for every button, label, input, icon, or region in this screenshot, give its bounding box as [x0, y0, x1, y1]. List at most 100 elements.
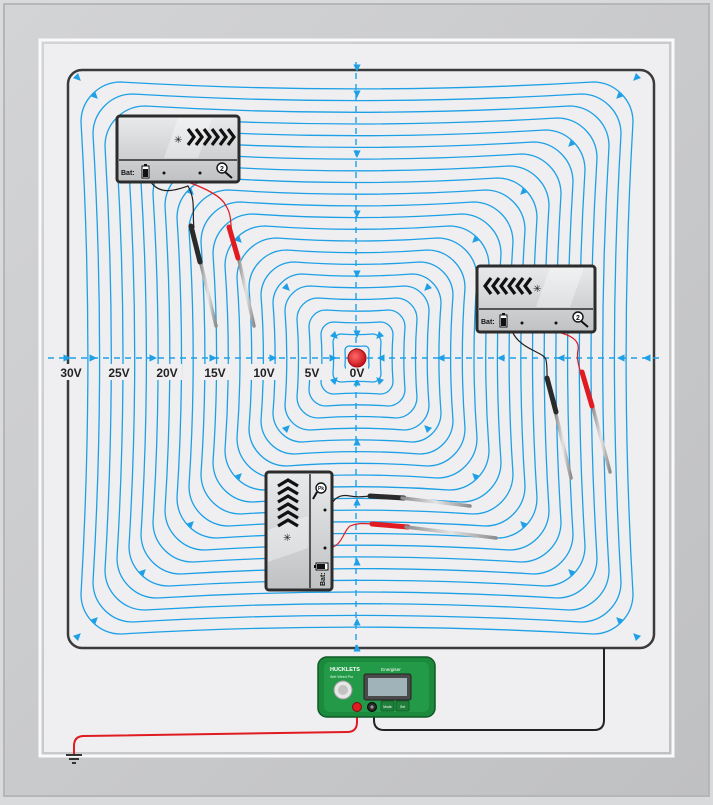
voltage-label-30v: 30V — [60, 366, 81, 380]
chevron-icon — [277, 478, 299, 528]
equipotential-contour — [332, 333, 382, 383]
range-badge: Pk — [318, 486, 324, 492]
field-arrow — [424, 425, 433, 434]
field-arrow — [557, 354, 565, 362]
field-arrow — [472, 473, 481, 482]
energiser-model: Wet Weed Pro — [330, 675, 353, 679]
center-point — [347, 348, 367, 368]
frame-inner-bevel — [38, 38, 675, 758]
voltage-label-25v: 25V — [108, 366, 129, 380]
equipotential-contour — [200, 201, 514, 515]
equipotential-contour — [116, 117, 598, 599]
energiser-screen — [368, 678, 407, 696]
magnifier-icon: 2 — [572, 311, 589, 328]
field-arrow — [633, 72, 642, 81]
equipotential-contour — [224, 225, 490, 491]
field-arrow — [281, 282, 290, 291]
probe-rod — [404, 525, 498, 540]
battery-label: Bat: — [320, 572, 327, 586]
field-arrow — [63, 354, 71, 362]
field-arrow — [209, 354, 217, 362]
equipotential-contours — [80, 81, 634, 635]
equipotential-contour — [272, 273, 442, 443]
lightning-icon: ✳ — [283, 533, 291, 544]
equipotential-contour — [140, 141, 574, 575]
indicator-dot — [198, 171, 202, 175]
meter-gloss — [536, 268, 584, 307]
terminal-red[interactable] — [352, 702, 362, 712]
field-arrow — [353, 330, 361, 338]
field-arrow — [643, 354, 651, 362]
probe-handle-red — [226, 224, 241, 261]
voltage-label-20v: 20V — [156, 366, 177, 380]
battery-label: Bat: — [481, 319, 495, 326]
meter-top-left: ✳ Bat: 2 — [115, 114, 256, 328]
field-arrows — [63, 64, 651, 652]
meter-right: ✳ Bat: 2 — [475, 264, 612, 480]
range-badge: 2 — [220, 166, 224, 173]
field-arrow — [424, 282, 433, 291]
field-arrow — [353, 378, 361, 386]
field-arrow — [281, 425, 290, 434]
lightning-icon: ✳ — [174, 135, 182, 146]
terminal-black-center — [370, 705, 374, 709]
probe-rod — [553, 408, 573, 480]
battery-icon — [499, 313, 508, 328]
field-arrow — [568, 138, 577, 147]
field-arrow — [89, 617, 98, 626]
lightning-icon: ✳ — [533, 284, 541, 295]
field-arrow — [72, 633, 81, 642]
field-arrow — [437, 354, 445, 362]
field-arrow — [89, 354, 97, 362]
field-arrow — [472, 234, 481, 243]
chevron-icon — [483, 277, 533, 295]
probe-wire-black — [149, 180, 195, 229]
field-arrow — [149, 354, 157, 362]
probe-rod — [198, 258, 218, 328]
equipotential-contour — [164, 165, 550, 551]
meter-body — [264, 470, 334, 592]
range-badge: 2 — [576, 315, 580, 322]
set-button[interactable] — [395, 700, 410, 712]
voltage-label-10v: 10V — [253, 366, 274, 380]
equipotential-contour — [80, 81, 634, 635]
equipotential-contour — [308, 309, 406, 407]
probe-handle-black — [188, 223, 203, 265]
field-arrow — [633, 633, 642, 642]
meter-gloss — [268, 516, 308, 562]
equipotential-contour — [92, 93, 622, 623]
field-arrow — [353, 644, 361, 652]
field-arrow — [353, 498, 361, 506]
equipotential-contour — [212, 213, 502, 503]
probe-handle-black — [367, 493, 407, 501]
indicator-dot — [520, 321, 524, 325]
mode-button[interactable] — [380, 700, 395, 712]
field-arrow — [520, 186, 529, 195]
field-arrow — [520, 521, 529, 530]
field-arrow — [353, 438, 361, 446]
field-arrow — [376, 330, 385, 339]
equipotential-contour — [296, 297, 418, 419]
probe-handle-black — [544, 375, 559, 415]
voltage-label-15v: 15V — [204, 366, 225, 380]
field-arrow — [616, 617, 625, 626]
field-arrow — [233, 234, 242, 243]
voltage-labels: 30V 25V 20V 15V 10V 5V 0V — [56, 364, 368, 380]
field-arrow — [72, 72, 81, 81]
magnifier-icon: 2 — [216, 162, 233, 179]
energiser-dial-center — [338, 685, 348, 695]
mode-button-label: Mode — [383, 705, 392, 709]
field-arrow — [353, 90, 361, 98]
field-arrow — [329, 377, 338, 386]
equipotential-contour — [128, 129, 586, 587]
probe-rod — [400, 496, 472, 508]
equipotential-contour — [260, 261, 454, 455]
field-arrow — [568, 569, 577, 578]
set-button-label: Set — [400, 705, 405, 709]
indicator-dot — [323, 508, 327, 512]
indicator-dot — [554, 321, 558, 325]
energiser-display-title: Energiser — [381, 667, 401, 672]
probe-wire-red — [184, 180, 233, 233]
field-arrow — [353, 150, 361, 158]
